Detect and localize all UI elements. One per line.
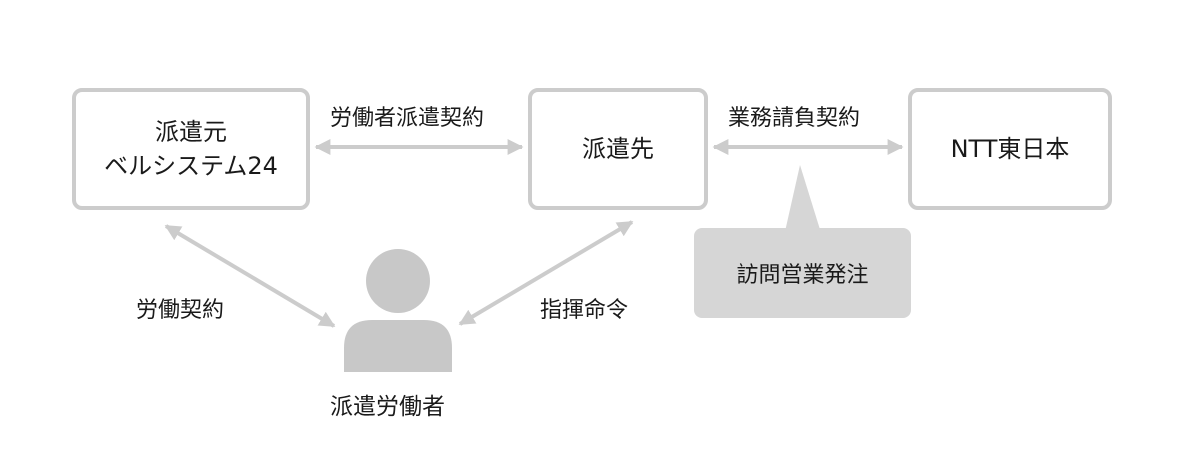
service-contract-label: 業務請負契約 bbox=[728, 106, 861, 131]
arrow-haken-moto-to-worker bbox=[164, 224, 336, 328]
sales-order-callout: 訪問営業発注 bbox=[694, 228, 911, 318]
hakensaki-label: 派遣先 bbox=[582, 135, 654, 163]
haken-moto-box: 派遣元 ベルシステム24 bbox=[72, 88, 310, 210]
haken-moto-title: 派遣元 bbox=[155, 118, 227, 146]
callout-pointer bbox=[784, 165, 822, 236]
ntt-east-label: NTT東日本 bbox=[950, 135, 1070, 163]
hakensaki-box: 派遣先 bbox=[528, 88, 708, 210]
callout-label: 訪問営業発注 bbox=[736, 263, 869, 288]
ntt-east-box: NTT東日本 bbox=[908, 88, 1112, 210]
command-instruction-label: 指揮命令 bbox=[540, 298, 629, 323]
dispatched-worker-label: 派遣労働者 bbox=[330, 394, 445, 420]
employment-contract-label: 労働契約 bbox=[136, 298, 225, 323]
haken-moto-company: ベルシステム24 bbox=[104, 152, 278, 180]
person-icon bbox=[344, 249, 452, 372]
arrow-hakensaki-to-worker bbox=[458, 220, 634, 326]
worker-dispatch-contract-label: 労働者派遣契約 bbox=[330, 106, 485, 131]
